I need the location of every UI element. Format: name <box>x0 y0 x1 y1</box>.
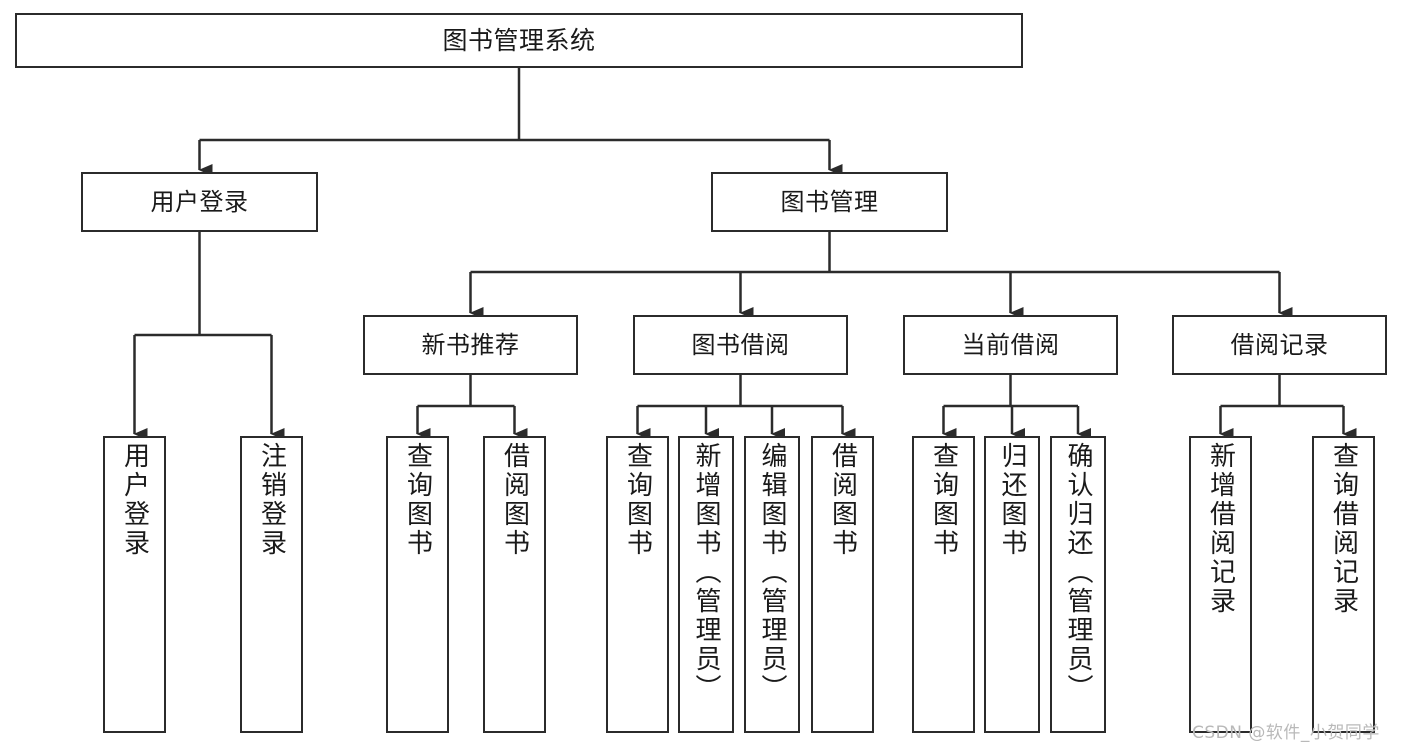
node-label: 图书借阅 <box>691 330 790 359</box>
node-level2-borrow-record[interactable]: 借阅记录 <box>1172 315 1387 375</box>
node-label: 新书推荐 <box>421 330 520 359</box>
node-leaf-query-book-borrow[interactable]: 查询图书 <box>606 436 669 733</box>
node-leaf-user-login[interactable]: 用户登录 <box>103 436 166 733</box>
node-label: 新增借阅记录 <box>1205 442 1236 616</box>
node-leaf-edit-book-admin[interactable]: 编辑图书（管理员） <box>744 436 800 733</box>
node-label: 用户登录 <box>150 187 249 216</box>
node-label: 借阅图书 <box>827 442 858 558</box>
node-leaf-borrow-book[interactable]: 借阅图书 <box>811 436 874 733</box>
node-label: 借阅记录 <box>1230 330 1329 359</box>
node-leaf-confirm-return-admin[interactable]: 确认归还（管理员） <box>1050 436 1106 733</box>
node-leaf-query-book-current[interactable]: 查询图书 <box>912 436 975 733</box>
node-label: 查询图书 <box>622 442 653 558</box>
node-leaf-logout[interactable]: 注销登录 <box>240 436 303 733</box>
node-label: 用户登录 <box>119 442 150 558</box>
node-label: 图书管理系统 <box>442 25 596 55</box>
node-leaf-query-book-recommend[interactable]: 查询图书 <box>386 436 449 733</box>
node-label: 查询图书 <box>402 442 433 558</box>
node-label: 图书管理 <box>780 187 879 216</box>
node-label: 查询借阅记录 <box>1328 442 1359 616</box>
node-label: 注销登录 <box>256 442 287 558</box>
csdn-watermark: CSDN @软件_小贺同学 <box>1192 723 1380 743</box>
node-level1-book-management[interactable]: 图书管理 <box>711 172 948 232</box>
node-leaf-return-book[interactable]: 归还图书 <box>984 436 1040 733</box>
node-leaf-borrow-book-recommend[interactable]: 借阅图书 <box>483 436 546 733</box>
node-root[interactable]: 图书管理系统 <box>15 13 1023 68</box>
node-leaf-query-borrow-record[interactable]: 查询借阅记录 <box>1312 436 1375 733</box>
node-label: 借阅图书 <box>499 442 530 558</box>
node-label: 当前借阅 <box>961 330 1060 359</box>
node-leaf-add-borrow-record[interactable]: 新增借阅记录 <box>1189 436 1252 733</box>
node-label: 编辑图书（管理员） <box>757 442 787 703</box>
node-label: 新增图书（管理员） <box>691 442 721 703</box>
node-level2-book-borrow[interactable]: 图书借阅 <box>633 315 848 375</box>
node-label: 查询图书 <box>928 442 959 558</box>
node-label: 确认归还（管理员） <box>1063 442 1093 703</box>
node-level1-user-login[interactable]: 用户登录 <box>81 172 318 232</box>
node-level2-current-borrow[interactable]: 当前借阅 <box>903 315 1118 375</box>
node-level2-new-book-recommend[interactable]: 新书推荐 <box>363 315 578 375</box>
node-label: 归还图书 <box>997 442 1027 558</box>
node-leaf-add-book-admin[interactable]: 新增图书（管理员） <box>678 436 734 733</box>
